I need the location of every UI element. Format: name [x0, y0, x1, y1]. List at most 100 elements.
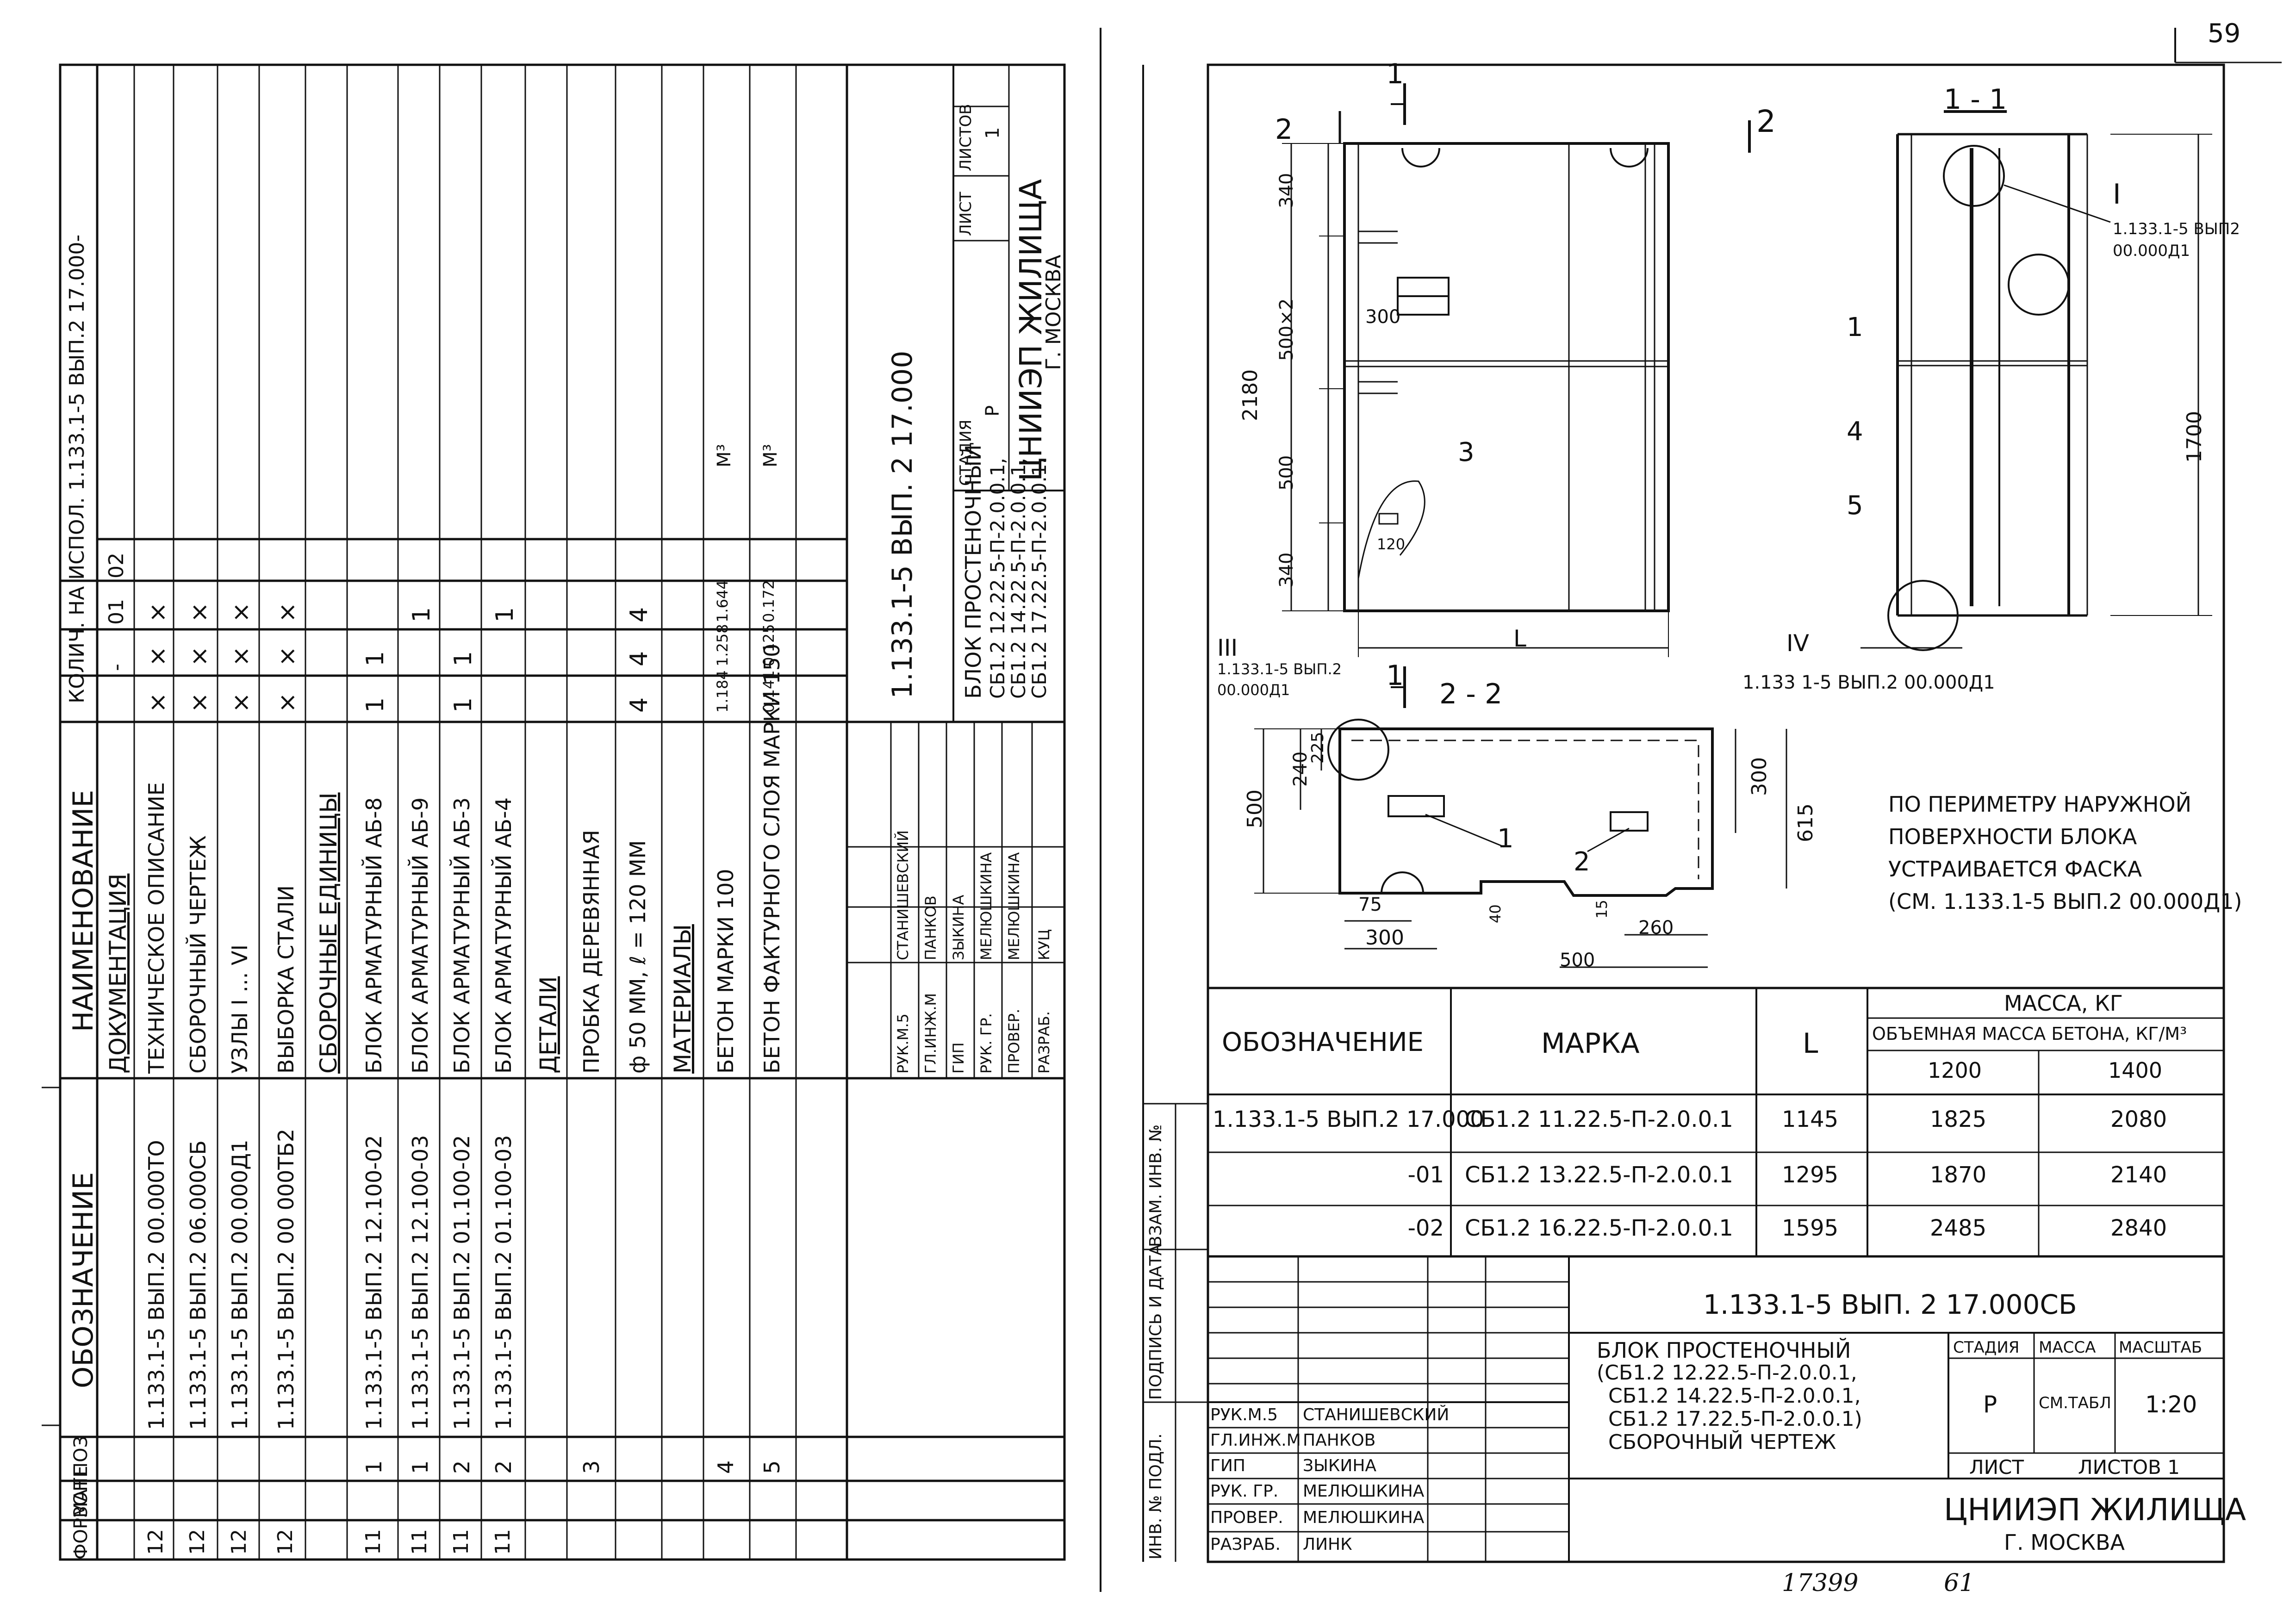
note-line-3: (СМ. 1.133.1-5 ВЫП.2 00.000Д1): [1888, 889, 2242, 914]
spec-row-name: БЛОК АРМАТУРНЫЙ АБ-9: [408, 797, 433, 1074]
dim-260: 260: [1638, 917, 1674, 938]
spec-row-qty: 0.141: [760, 670, 778, 713]
spec-signer-name: КУЦ: [1035, 929, 1053, 960]
spec-row-name: ПРОБКА ДЕРЕВЯННАЯ: [579, 830, 604, 1074]
spec-signer-role: РАЗРАБ.: [1035, 1011, 1053, 1074]
mass-cell-m2: 2080: [2110, 1106, 2167, 1132]
spec-row-name: ВЫБОРКА СТАЛИ: [274, 885, 299, 1074]
cut-1-lower: 1: [1386, 659, 1404, 692]
note-line-1: ПОВЕРХНОСТИ БЛОКА: [1888, 824, 2137, 849]
archive-number: 17399: [1782, 1569, 1859, 1597]
dim-500: 500: [1276, 455, 1297, 491]
spec-stage-val: Р: [982, 405, 1003, 416]
spec-row-qty: 1: [491, 607, 519, 622]
dim-1700: 1700: [2183, 411, 2206, 463]
mass-cell-m1: 2485: [1930, 1215, 1987, 1241]
dim-2180: 2180: [1238, 369, 1262, 421]
stamp-mass: СМ.ТАБЛ: [2039, 1394, 2111, 1412]
dim-225: 225: [1308, 732, 1327, 764]
spec-row-qty: ×: [144, 602, 172, 622]
sheet-number: 59: [2208, 19, 2241, 49]
leader-4: 4: [1847, 416, 1863, 447]
spec-row-qty: 1: [361, 651, 389, 666]
stamp-scale: 1:20: [2145, 1391, 2197, 1418]
spec-row-qty: ×: [227, 602, 255, 622]
spec-row-name: БЕТОН МАРКИ 100: [713, 869, 738, 1074]
mass-cell-des: -02: [1407, 1215, 1444, 1241]
mass-hdr-mark: МАРКА: [1541, 1027, 1640, 1060]
spec-row-format: 12: [274, 1529, 297, 1555]
spec-row-qty: ×: [186, 646, 213, 666]
stamp-sheet: ЛИСТ: [1969, 1456, 2024, 1479]
stamp-signer-name: ЛИНК: [1303, 1535, 1352, 1554]
stamp-signer-name: ЗЫКИНА: [1303, 1456, 1377, 1475]
dim-120: 120: [1377, 535, 1406, 553]
spec-row-format: 11: [408, 1529, 431, 1555]
stamp-signer-name: МЕЛЮШКИНА: [1303, 1482, 1425, 1501]
spec-row-format: 11: [449, 1529, 473, 1555]
hdr-designation: ОБОЗНАЧЕНИЕ: [67, 1172, 100, 1388]
spec-sheets-val: 1: [982, 127, 1003, 139]
spec-row-pos: 2: [491, 1460, 516, 1474]
node-IV-ref: 1.133 1-5 ВЫП.2 00.000Д1: [1742, 672, 1995, 693]
stamp-signer-role: РУК. ГР.: [1210, 1482, 1279, 1501]
spec-row-designation: 1.133.1-5 ВЫП.2 12.100-02: [361, 1135, 386, 1430]
dim-500x2: 500×2: [1276, 298, 1297, 361]
spec-signer-role: ГИП: [950, 1042, 967, 1074]
mass-hdr-L: L: [1803, 1027, 1818, 1060]
spec-row-name: ДЕТАЛИ: [535, 976, 562, 1074]
stamp-signer-role: РАЗРАБ.: [1210, 1535, 1281, 1554]
spec-row-format: 12: [186, 1529, 209, 1555]
spec-row-unit: М³: [760, 444, 781, 467]
mass-cell-des: -01: [1407, 1162, 1444, 1188]
stamp-side-inv: ИНВ. № ПОДЛ.: [1146, 1433, 1165, 1560]
spec-row-name: УЗЛЫ I ... VI: [227, 944, 252, 1074]
stamp-signer-role: ПРОВЕР.: [1210, 1508, 1283, 1527]
stamp-signer-name: МЕЛЮШКИНА: [1303, 1508, 1425, 1527]
spec-row-name: БЛОК АРМАТУРНЫЙ АБ-8: [361, 797, 386, 1074]
dim-300-22: 300: [1748, 757, 1771, 796]
section-11-title: 1 - 1: [1944, 83, 2007, 116]
spec-doc-title: 1.133.1-5 ВЫП. 2 17.000: [886, 350, 919, 699]
leader-3: 3: [1458, 437, 1475, 467]
mass-hdr-d1: 1200: [1928, 1058, 1982, 1083]
spec-row-qty: 1.644: [714, 580, 731, 622]
hdr-var-1: 01: [105, 599, 128, 625]
spec-row-qty: 0.125: [760, 624, 778, 666]
spec-row-pos: 1: [361, 1460, 386, 1474]
spec-signer-name: МЕЛЮШКИНА: [977, 852, 995, 960]
dim-300-bot: 300: [1365, 926, 1404, 950]
spec-signer-role: ПРОВЕР.: [1005, 1008, 1023, 1074]
spec-row-qty: ×: [186, 692, 213, 713]
section-22-title: 2 - 2: [1439, 678, 1503, 710]
mass-cell-des: 1.133.1-5 ВЫП.2 17.000: [1213, 1106, 1484, 1132]
node-III-label: III: [1217, 634, 1238, 661]
spec-row-qty: 1: [361, 697, 389, 713]
page-number: 61: [1944, 1569, 1975, 1597]
dim-340-bot: 340: [1276, 552, 1297, 588]
mass-cell-L: 1595: [1782, 1215, 1839, 1241]
spec-row-format: 12: [144, 1529, 168, 1555]
dim-500-bot: 500: [1560, 950, 1595, 971]
spec-row-qty: ×: [274, 602, 301, 622]
spec-row-qty: 0.172: [760, 580, 778, 622]
mass-cell-mark: СБ1.2 16.22.5-П-2.0.0.1: [1465, 1215, 1733, 1241]
spec-row-unit: М³: [714, 444, 735, 467]
mass-cell-L: 1295: [1782, 1162, 1839, 1188]
section-2-2: [1254, 666, 1787, 968]
spec-row-pos: 1: [408, 1460, 433, 1474]
stamp-signer-role: РУК.М.5: [1210, 1405, 1278, 1424]
dim-L: L: [1513, 625, 1526, 652]
spec-row-name: СБОРОЧНЫЕ ЕДИНИЦЫ: [315, 792, 342, 1074]
stamp-hdr-scale: МАСШТАБ: [2119, 1338, 2203, 1357]
stamp-signer-name: ПАНКОВ: [1303, 1431, 1376, 1450]
node-I-ref-0: 1.133.1-5 ВЫП2: [2113, 220, 2240, 238]
spec-row-name: ТЕХНИЧЕСКОЕ ОПИСАНИЕ: [144, 782, 169, 1074]
mass-cell-mark: СБ1.2 13.22.5-П-2.0.0.1: [1465, 1162, 1733, 1188]
dim-500-22: 500: [1243, 789, 1267, 828]
leader-2-s22: 2: [1574, 847, 1590, 877]
leader-1-s22: 1: [1497, 824, 1514, 854]
spec-name-1: СБ1.2 12.22.5-П-2.0.0.1,: [986, 458, 1009, 699]
spec-row-name: БЛОК АРМАТУРНЫЙ АБ-3: [449, 797, 474, 1074]
